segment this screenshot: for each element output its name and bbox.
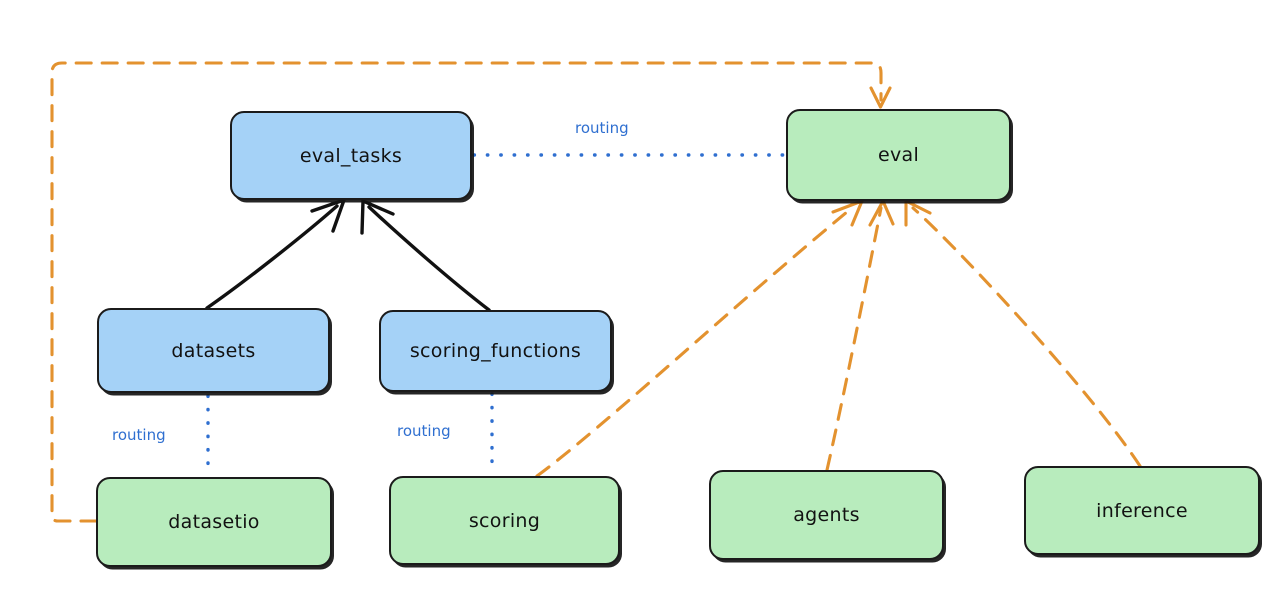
node-eval-tasks[interactable]: eval_tasks xyxy=(230,111,472,200)
node-eval[interactable]: eval xyxy=(786,109,1011,201)
node-label: scoring xyxy=(468,509,541,532)
node-label: datasets xyxy=(171,339,256,362)
node-agents[interactable]: agents xyxy=(709,470,944,560)
edge-label-routing-eval-tasks: routing xyxy=(575,119,629,137)
edge-inference-eval xyxy=(904,199,1142,468)
edge-datasetio-eval xyxy=(50,61,892,523)
edge-scoring-functions-eval-tasks xyxy=(360,199,491,312)
node-datasets[interactable]: datasets xyxy=(97,308,330,393)
node-label: eval_tasks xyxy=(299,144,403,167)
node-label: datasetio xyxy=(168,511,260,533)
node-datasetio[interactable]: datasetio xyxy=(96,477,332,567)
node-label: eval xyxy=(877,144,920,166)
node-label: scoring_functions xyxy=(409,340,582,362)
node-scoring[interactable]: scoring xyxy=(389,476,620,565)
edge-label-routing-datasets: routing xyxy=(112,426,166,444)
edge-scoring-eval xyxy=(535,199,864,478)
node-label: inference xyxy=(1096,499,1188,522)
node-label: agents xyxy=(793,504,860,526)
node-inference[interactable]: inference xyxy=(1024,466,1260,555)
edge-label-routing-scoring-functions: routing xyxy=(397,422,451,440)
edge-datasets-eval-tasks xyxy=(205,198,346,310)
node-scoring-functions[interactable]: scoring_functions xyxy=(379,310,612,392)
edge-agents-eval xyxy=(825,199,895,472)
